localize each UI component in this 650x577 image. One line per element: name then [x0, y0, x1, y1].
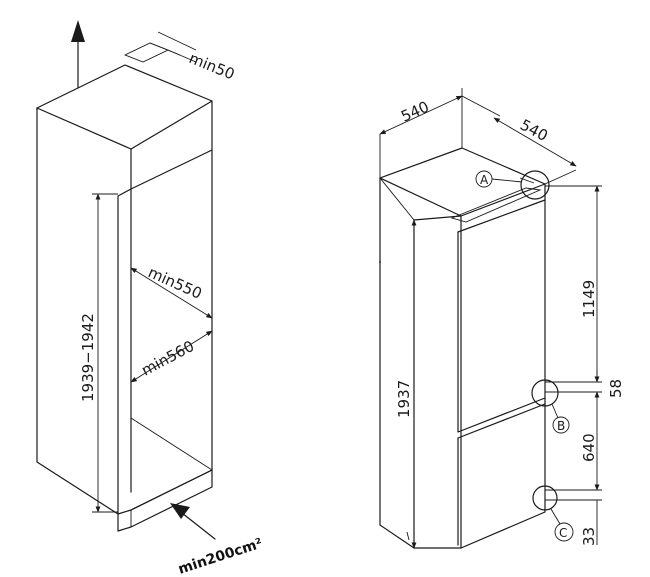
- door-segment-dimensions: 1149 58 640 33: [545, 185, 625, 546]
- depth-label-upper: min550: [145, 263, 204, 303]
- appliance-width-dimension: 540: [379, 88, 463, 178]
- callout-b-label: B: [557, 419, 565, 433]
- bottom-vent-arrow: min200cm²: [170, 503, 265, 577]
- callout-c: C: [532, 485, 574, 542]
- bottom-label: 33: [580, 527, 598, 546]
- top-vent-dimension: min50: [149, 31, 238, 83]
- niche-height-label: 1939−1942: [79, 313, 97, 402]
- airflow-up-arrow: [71, 20, 85, 89]
- appliance-width-label: 540: [398, 98, 431, 126]
- bottom-vent-label: min200cm²: [176, 536, 264, 577]
- appliance-height-dimension: 1937: [395, 219, 417, 549]
- callout-a: A: [475, 170, 550, 200]
- callout-b: B: [531, 379, 570, 434]
- top-vent-label: min50: [187, 49, 238, 83]
- lower-segment-label: 640: [580, 433, 598, 462]
- appliance-depth-dimension: 540: [461, 95, 577, 185]
- callout-c-label: C: [559, 526, 567, 540]
- appliance-height-label: 1937: [395, 380, 413, 418]
- depth-label-lower: min560: [138, 337, 197, 380]
- upper-segment-label: 1149: [580, 280, 598, 318]
- appliance-depth-label: 540: [517, 116, 551, 145]
- depth-dimension-upper: min550: [130, 263, 213, 319]
- callout-a-label: A: [480, 173, 489, 187]
- niche-height-dimension: 1939−1942: [79, 193, 118, 513]
- gap-label: 58: [607, 379, 625, 398]
- appliance-drawing: [379, 147, 546, 549]
- depth-dimension-lower: min560: [130, 330, 213, 383]
